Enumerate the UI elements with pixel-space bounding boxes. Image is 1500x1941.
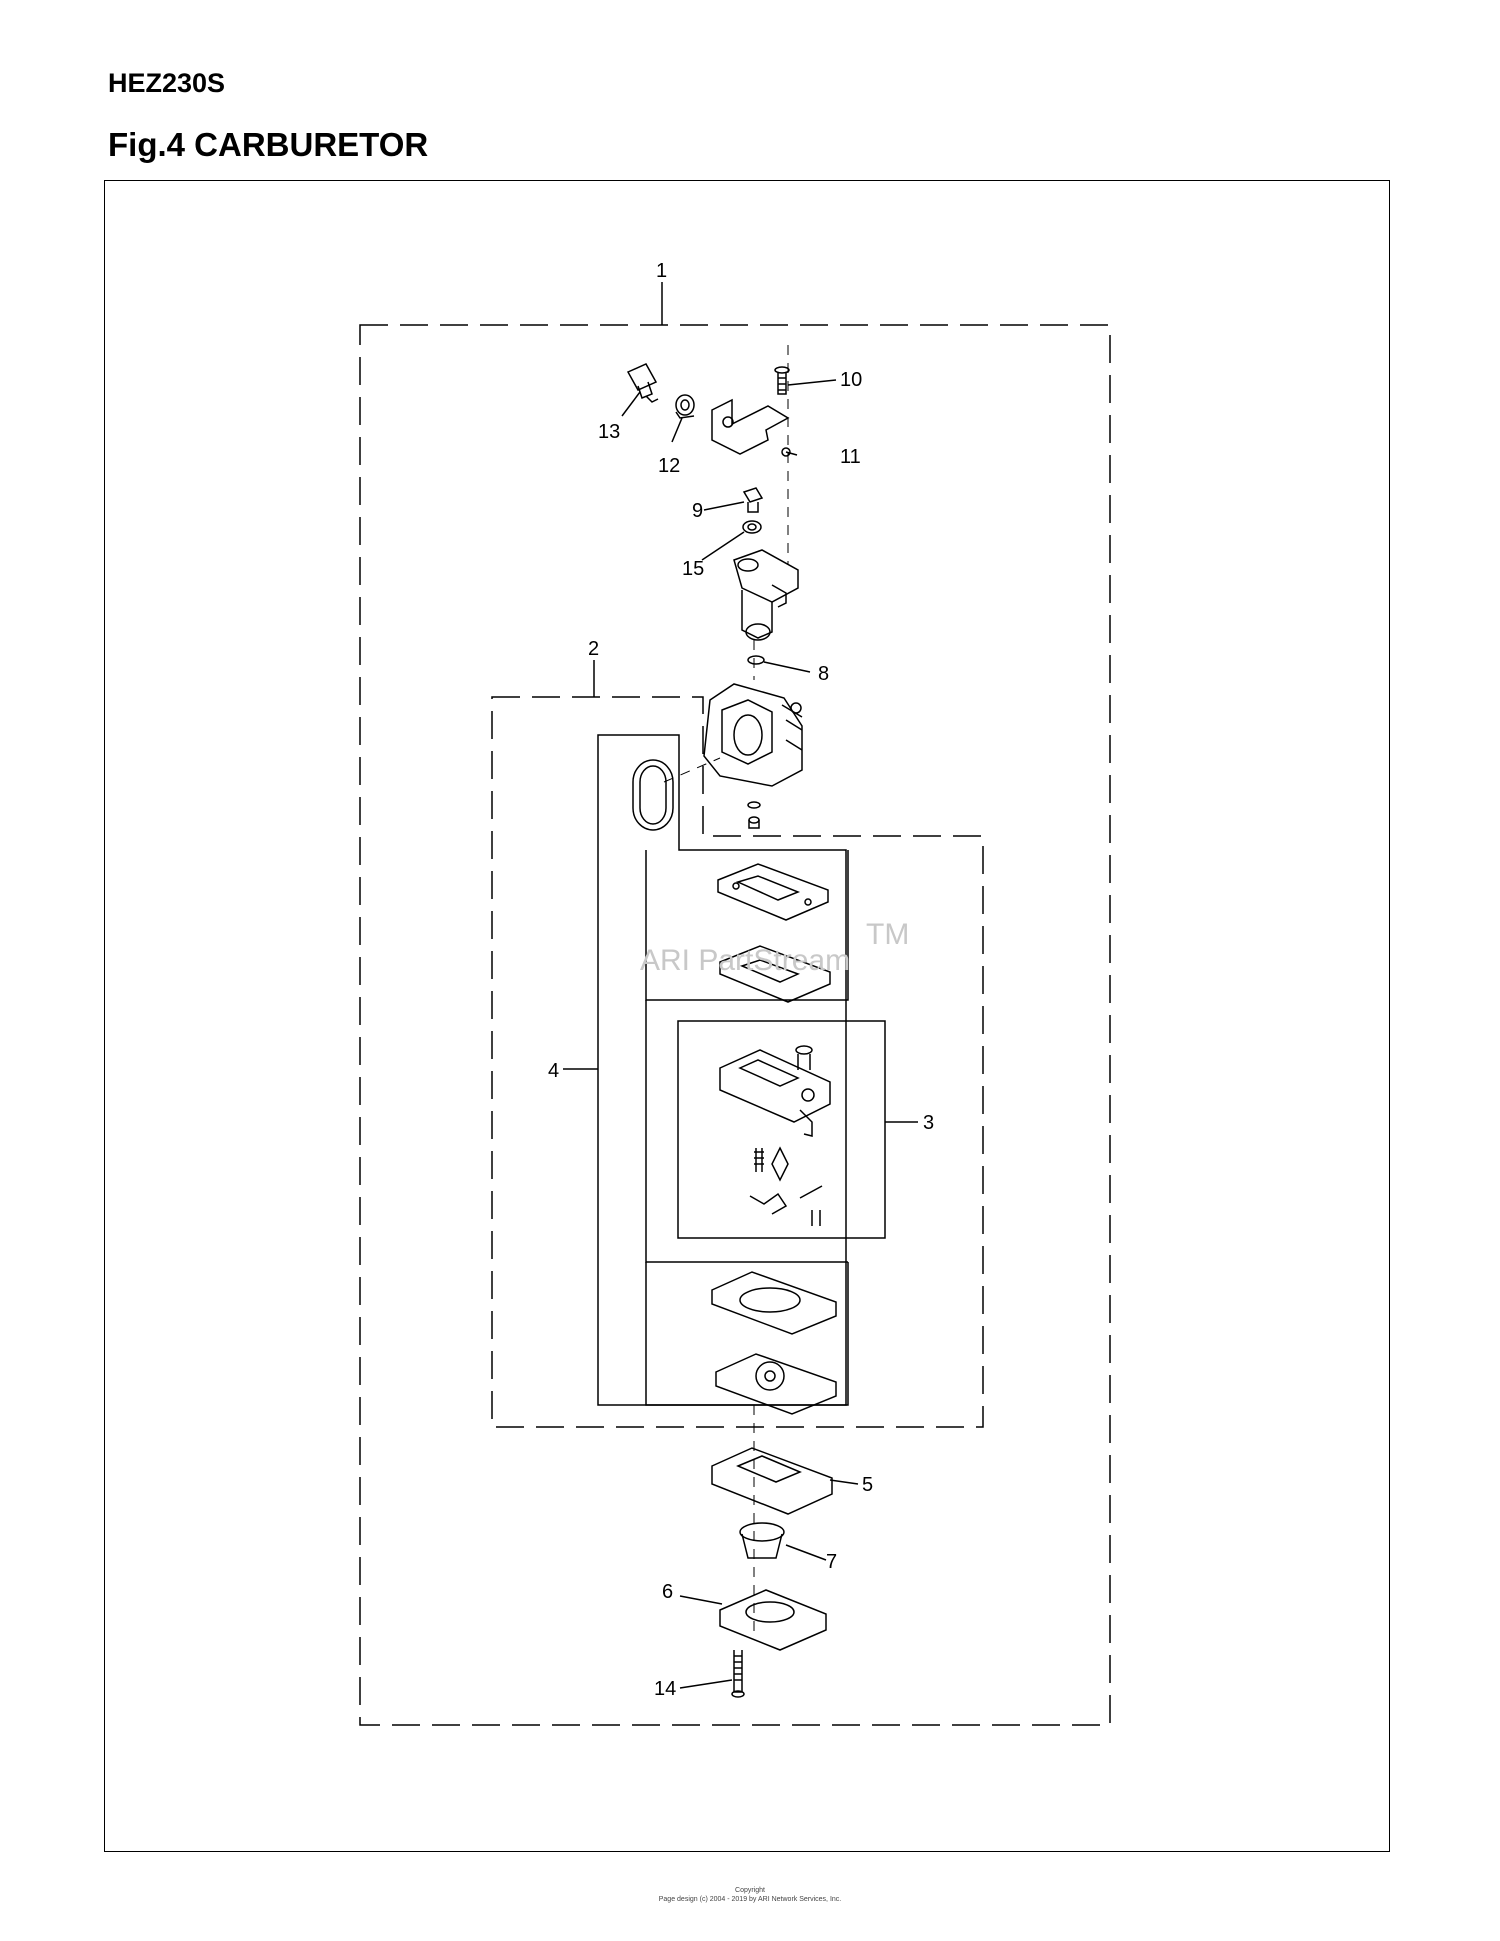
callout-15: 15 xyxy=(682,558,704,580)
part-8-clip xyxy=(747,655,811,673)
jet-parts xyxy=(747,801,761,829)
part-12-nut xyxy=(671,394,695,443)
part-7-primer xyxy=(739,1522,827,1561)
callout-13: 13 xyxy=(598,421,620,443)
part-10-screw xyxy=(774,366,837,395)
callout-1: 1 xyxy=(656,260,667,282)
callout-2: 2 xyxy=(588,638,599,660)
callout-3: 3 xyxy=(923,1112,934,1134)
footer-copyright: Copyright xyxy=(735,1887,765,1894)
gasket-box-bottom xyxy=(645,1262,849,1406)
kit-box-4 xyxy=(597,734,847,1406)
part-9-screw xyxy=(703,487,764,513)
part-6-primer-cover xyxy=(679,1589,827,1651)
diaphragm xyxy=(715,1353,837,1415)
model-number: HEZ230S xyxy=(108,68,226,98)
callout-14: 14 xyxy=(654,1678,676,1700)
part-13-fitting xyxy=(621,363,659,417)
callout-8: 8 xyxy=(818,663,829,685)
kit-box-3-outer xyxy=(645,1000,848,1263)
metering-gasket-lower xyxy=(719,945,831,1003)
callout-4: 4 xyxy=(548,1060,559,1082)
callout-9: 9 xyxy=(692,500,703,522)
diagram-frame xyxy=(104,180,1390,1852)
figure-title: Fig.4 CARBURETOR xyxy=(108,126,429,163)
kit-box-2 xyxy=(491,696,984,1428)
callout-5: 5 xyxy=(862,1474,873,1496)
watermark: ARI PartStream xyxy=(640,944,850,977)
callout-6: 6 xyxy=(662,1581,673,1603)
throttle-valve-assembly xyxy=(733,549,799,641)
part-5-cover xyxy=(711,1447,859,1515)
watermark-tm: TM xyxy=(866,918,909,951)
callout-7: 7 xyxy=(826,1551,837,1573)
part-11-bracket xyxy=(711,398,798,457)
part-15-oring xyxy=(701,520,762,561)
needle-and-spring xyxy=(749,1146,823,1226)
metering-gasket-upper xyxy=(717,863,829,921)
part-14-screw xyxy=(679,1650,745,1698)
carburetor-body xyxy=(663,683,803,787)
footer-page-design: Page design (c) 2004 - 2019 by ARI Netwo… xyxy=(658,1896,842,1903)
oval-gasket xyxy=(632,759,674,831)
diaphragm-gasket xyxy=(711,1271,837,1335)
pump-body xyxy=(719,1045,831,1137)
kit-box-1 xyxy=(359,324,1111,1726)
callout-10: 10 xyxy=(840,369,862,391)
kit-box-3 xyxy=(677,1020,886,1239)
callout-12: 12 xyxy=(658,455,680,477)
callout-11: 11 xyxy=(840,446,861,468)
gasket-box xyxy=(645,850,849,1001)
